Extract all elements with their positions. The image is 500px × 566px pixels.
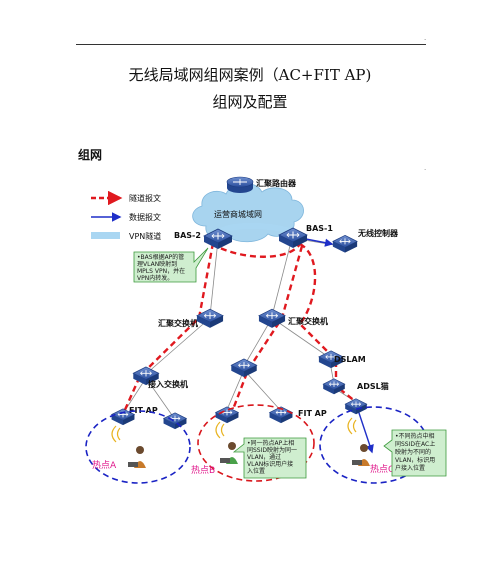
user-c-icon — [352, 444, 370, 466]
right-note-line-3: 映射为不同的 — [395, 448, 431, 456]
vpn-tunnels — [217, 223, 295, 235]
wifi-signal-icons — [111, 417, 357, 443]
agg-switch-left-label: 汇聚交换机 — [158, 318, 198, 328]
hotspot-note-line-1: •同一热点AP上相 — [247, 439, 294, 447]
bas1-label: BAS-1 — [306, 224, 333, 233]
fit-ap-b1-icon — [215, 406, 239, 424]
document-title: 无线局域网组网案例（AC+FIT AP) — [128, 66, 372, 84]
header-mark: · — [424, 36, 427, 44]
section-heading: 组网 — [78, 148, 103, 162]
core-router-icon — [226, 176, 254, 193]
document-subtitle: 组网及配置 — [212, 93, 288, 111]
metro-network-label: 运营商城域网 — [214, 209, 262, 219]
dslam-label: DSLAM — [334, 355, 366, 364]
hotspot-note-line-5: 入位置 — [247, 467, 265, 475]
legend: 隧道报文 数据报文 VPN隧道 — [91, 190, 161, 241]
hotspot-b-label: 热点B — [191, 464, 215, 476]
right-note-line-2: 同SSID在AC上 — [395, 440, 435, 448]
bas-note-line-2: 理VLAN映射到 — [137, 260, 177, 268]
hotspot-b-ring — [197, 404, 315, 482]
legend-data-label: 数据报文 — [129, 212, 161, 222]
fit-ap-a2-icon — [163, 412, 187, 430]
topology-links — [123, 237, 357, 419]
adsl-modem-label: ADSL猫 — [357, 381, 389, 391]
section-mark: · — [424, 166, 427, 174]
data-paths — [289, 235, 374, 454]
legend-tunnel-label: 隧道报文 — [129, 193, 161, 203]
agg-switch-right-label: 汇聚交换机 — [288, 316, 328, 326]
right-note-line-1: •不同热点中相 — [395, 432, 435, 440]
hotspot-a-ring — [85, 410, 191, 484]
agg-switch-right-icon — [258, 308, 286, 329]
hotspot-note-callout: •同一热点AP上相 同SSID映射为同一 VLAN，通过 VLAN标识用户接 入… — [232, 437, 307, 479]
hotspot-a-label: 热点A — [92, 459, 117, 471]
fit-ap-mid-label: FIT AP — [298, 409, 327, 418]
hotspot-note-line-3: VLAN，通过 — [247, 453, 281, 461]
bas-note-line-1: •BAS根据AP的管 — [137, 253, 184, 261]
right-note-line-4: VLAN，标识用 — [395, 456, 435, 464]
mid-switch-icon — [230, 358, 258, 378]
bas-note-callout: •BAS根据AP的管 理VLAN映射到 MPLS VPN，并在 VPN内转发。 — [133, 247, 209, 283]
access-switch-label: 接入交换机 — [148, 379, 188, 389]
tunnel-paths — [122, 242, 357, 413]
right-note-callout: •不同热点中相 同SSID在AC上 映射为不同的 VLAN，标识用 户接入位置 — [383, 429, 447, 477]
legend-vpn-label: VPN隧道 — [129, 231, 161, 241]
bas2-label: BAS-2 — [174, 231, 201, 240]
wireless-controller-icon — [332, 234, 358, 254]
bas-note-line-4: VPN内转发。 — [137, 274, 173, 282]
user-b-icon — [220, 442, 238, 464]
hotspot-note-line-4: VLAN标识用户接 — [247, 460, 293, 468]
hotspot-c-label: 热点C — [370, 463, 394, 475]
legend-vpn-swatch — [91, 232, 120, 239]
hotspot-note-line-2: 同SSID映射为同一 — [247, 446, 297, 454]
user-a-icon — [128, 446, 146, 468]
right-note-line-5: 户接入位置 — [395, 464, 425, 472]
core-router-label: 汇聚路由器 — [256, 178, 297, 188]
header-rule — [76, 44, 426, 45]
wireless-controller-label: 无线控制器 — [357, 228, 399, 238]
bas-note-line-3: MPLS VPN，并在 — [137, 267, 185, 275]
